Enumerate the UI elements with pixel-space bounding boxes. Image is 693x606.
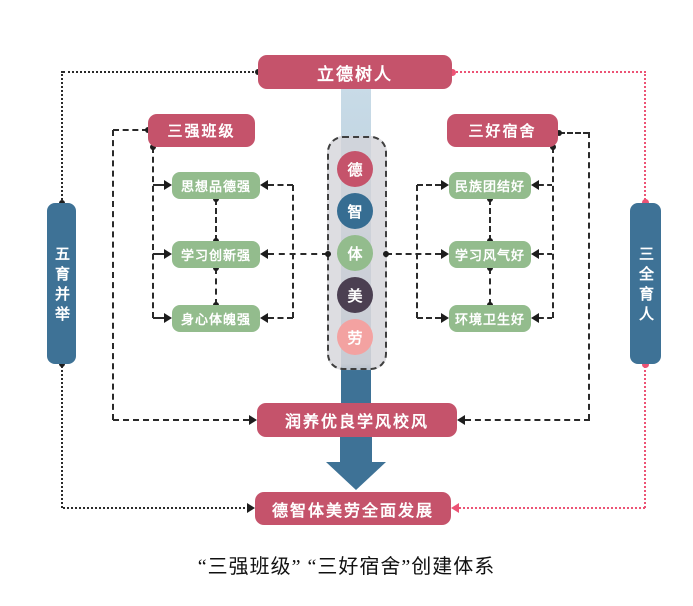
- connector-line: [153, 184, 164, 186]
- connector-line: [268, 184, 293, 186]
- left-rail-label: 五育并举: [53, 245, 70, 326]
- pillar-label: 德: [347, 161, 363, 179]
- left-item-label: 学习创新强: [180, 248, 251, 263]
- connector-line: [559, 132, 589, 134]
- connector-line: [215, 199, 217, 241]
- arrow-icon: [164, 180, 172, 190]
- arrow-icon: [531, 180, 539, 190]
- connector-line: [489, 199, 491, 241]
- pillar-circle-de: 德: [337, 151, 373, 187]
- right-group-item: 民族团结好: [449, 172, 531, 199]
- arrow-icon: [247, 503, 255, 513]
- connector-line: [113, 419, 249, 421]
- node-dot: [550, 144, 556, 150]
- left-group-header-label: 三强班级: [167, 123, 236, 140]
- connector-line: [459, 507, 645, 509]
- node-dot: [59, 361, 65, 367]
- connector-line: [112, 130, 114, 420]
- outcome-node-style: 润养优良学风校风: [257, 403, 457, 437]
- arrow-icon: [260, 249, 268, 259]
- connector-line: [489, 268, 491, 305]
- pillar-circle-zhi: 智: [337, 193, 373, 229]
- node-dot: [213, 265, 219, 271]
- pillar-label: 美: [347, 287, 363, 305]
- node-dot: [556, 130, 562, 136]
- connector-line: [539, 317, 552, 319]
- left-item-label: 思想品德强: [180, 179, 251, 194]
- node-dot: [487, 265, 493, 271]
- arrow-icon: [457, 415, 465, 425]
- connector-line: [539, 184, 552, 186]
- down-arrow-shaft: [340, 437, 372, 463]
- connector-line: [153, 317, 164, 319]
- connector-line: [268, 253, 328, 255]
- connector-line: [113, 129, 148, 131]
- connector-line: [152, 147, 154, 318]
- outcome-label: 润养优良学风校风: [284, 414, 429, 431]
- left-rail: 五育并举: [47, 203, 76, 364]
- arrow-icon: [249, 415, 257, 425]
- connector-line: [215, 268, 217, 305]
- connector-line: [268, 317, 293, 319]
- connector-line: [452, 71, 646, 73]
- connector-line: [63, 507, 245, 509]
- left-group-item: 思想品德强: [172, 172, 260, 199]
- node-dot: [213, 196, 219, 202]
- connector-line: [416, 185, 418, 318]
- right-group-item: 环境卫生好: [449, 305, 531, 332]
- pillar-label: 劳: [347, 329, 363, 347]
- diagram-caption: “三强班级” “三好宿舍”创建体系: [197, 556, 496, 578]
- connector-line: [153, 253, 164, 255]
- right-group-header: 三好宿舍: [447, 114, 558, 147]
- node-dot: [325, 251, 331, 257]
- arrow-icon: [260, 180, 268, 190]
- top-node: 立德树人: [258, 55, 452, 89]
- right-item-label: 民族团结好: [454, 179, 525, 194]
- arrow-icon: [531, 313, 539, 323]
- left-item-label: 身心体魄强: [180, 312, 251, 327]
- connector-line: [292, 185, 294, 318]
- arrow-icon: [164, 313, 172, 323]
- connector-line: [539, 253, 552, 255]
- pillar-circle-lao: 劳: [337, 319, 373, 355]
- pillar-label: 智: [347, 203, 363, 221]
- node-dot: [642, 361, 649, 368]
- node-dot: [150, 144, 156, 150]
- arrow-icon: [164, 249, 172, 259]
- right-item-label: 学习风气好: [454, 248, 525, 263]
- node-dot: [642, 199, 649, 206]
- arrow-icon: [441, 180, 449, 190]
- node-dot: [383, 251, 389, 257]
- pillar-circle-mei: 美: [337, 277, 373, 313]
- node-dot: [449, 69, 456, 76]
- right-group-item: 学习风气好: [449, 241, 531, 268]
- connector-line: [552, 147, 554, 318]
- right-group-header-label: 三好宿舍: [468, 123, 537, 140]
- connector-line: [465, 419, 590, 421]
- outcome-node-development: 德智体美劳全面发展: [255, 492, 451, 525]
- left-group-item: 身心体魄强: [172, 305, 260, 332]
- connector-line: [417, 317, 441, 319]
- arrow-icon: [260, 313, 268, 323]
- connector-line: [588, 132, 590, 420]
- node-dot: [487, 196, 493, 202]
- arrow-icon: [441, 249, 449, 259]
- arrow-icon: [531, 249, 539, 259]
- top-node-label: 立德树人: [317, 64, 393, 84]
- right-rail: 三全育人: [630, 203, 661, 364]
- left-group-header: 三强班级: [148, 114, 255, 147]
- left-group-item: 学习创新强: [172, 241, 260, 268]
- connector-line: [386, 253, 441, 255]
- pillar-label: 体: [347, 245, 363, 263]
- right-rail-label: 三全育人: [637, 245, 654, 326]
- connector-line: [63, 71, 258, 73]
- arrow-icon: [441, 313, 449, 323]
- connector-line: [417, 184, 441, 186]
- arrow-icon: [451, 503, 459, 513]
- down-arrow-icon: [326, 462, 386, 490]
- pillar-circle-ti: 体: [337, 235, 373, 271]
- outcome-label: 德智体美劳全面发展: [271, 502, 434, 520]
- right-item-label: 环境卫生好: [454, 312, 525, 327]
